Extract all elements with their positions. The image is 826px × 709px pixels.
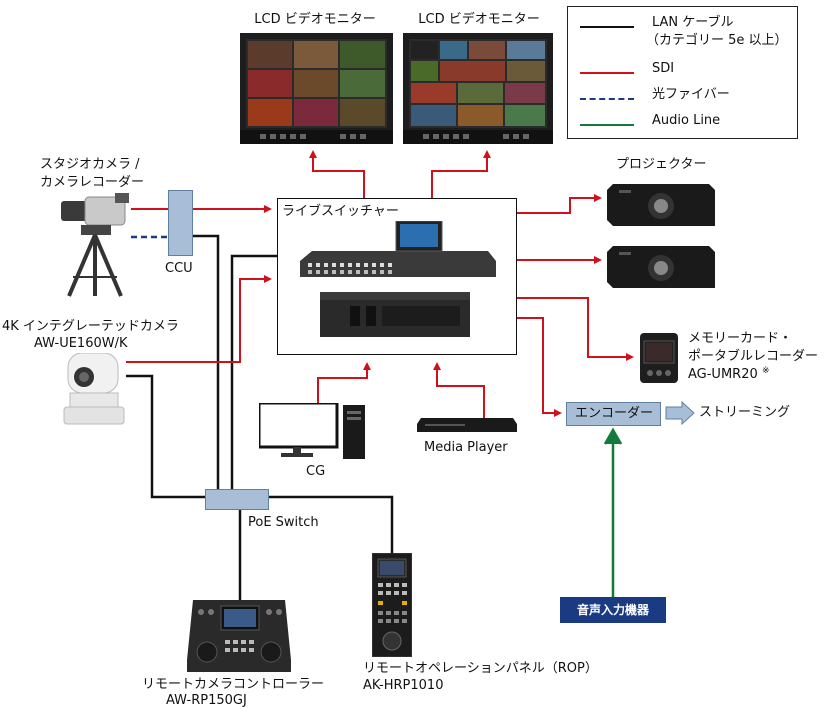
poe-switch-label: PoE Switch (248, 515, 319, 530)
studio-camera-icon (61, 193, 129, 297)
projector-icon-1 (607, 184, 715, 226)
sdi-line-swatch (580, 72, 634, 74)
legend-item-lan: LAN ケーブル （カテゴリー 5e 以上） (580, 15, 790, 48)
projector-label: プロジェクター (616, 157, 707, 172)
media-player-icon (417, 418, 517, 432)
legend: LAN ケーブル （カテゴリー 5e 以上） SDI 光ファイバー Audio … (567, 6, 798, 139)
ptz-camera-label-line2: AW-UE160W/K (34, 336, 128, 351)
legend-fiber-label: 光ファイバー (652, 87, 730, 102)
legend-audio-label: Audio Line (652, 113, 721, 128)
rop-label-line1: リモートオペレーションパネル（ROP） (363, 661, 598, 676)
recorder-label-line2: ポータブルレコーダー (688, 349, 819, 364)
ccu-box (168, 190, 193, 256)
projector-icon-2 (607, 246, 715, 288)
legend-sdi-label: SDI (652, 61, 675, 76)
recorder-note-mark: ※ (762, 366, 770, 376)
cg-computer-icon (259, 403, 365, 459)
remote-controller-label-line1: リモートカメラコントローラー (142, 677, 325, 692)
right-monitor-label: LCD ビデオモニター (418, 12, 540, 27)
left-monitor-label: LCD ビデオモニター (254, 12, 376, 27)
left-monitor-icon (240, 33, 393, 144)
legend-item-fiber: 光ファイバー (580, 87, 790, 111)
portable-recorder-icon (640, 333, 678, 383)
legend-lan-sublabel: （カテゴリー 5e 以上） (646, 33, 788, 48)
right-monitor-icon (403, 33, 553, 144)
cg-label: CG (306, 464, 326, 479)
sdi-cables (126, 150, 634, 418)
encoder-box: エンコーダー (566, 402, 661, 426)
live-switcher-label: ライブスイッチャー (282, 204, 399, 219)
remote-controller-label-line2: AW-RP150GJ (166, 693, 247, 708)
ccu-label: CCU (165, 261, 193, 276)
streaming-label: ストリーミング (699, 405, 791, 420)
switcher-mainframe-icon (320, 292, 470, 337)
audio-input-box: 音声入力機器 (560, 597, 666, 623)
recorder-label-line3: AG-UMR20 (688, 367, 758, 382)
audio-line-swatch (580, 124, 634, 126)
lan-line-swatch (580, 26, 634, 28)
lan-cables (126, 234, 394, 600)
legend-item-audio: Audio Line (580, 113, 790, 137)
streaming-arrow (665, 400, 695, 426)
switcher-control-panel-icon (300, 221, 496, 277)
ptz-camera-icon (63, 353, 125, 425)
studio-camera-label-line1: スタジオカメラ / (40, 157, 140, 172)
studio-camera-label-line2: カメラレコーダー (40, 175, 145, 190)
audio-cable (603, 427, 623, 597)
ptz-camera-label-line1: 4K インテグレーテッドカメラ (2, 319, 179, 334)
poe-switch-box (205, 489, 269, 510)
live-switcher-box: ライブスイッチャー (277, 198, 517, 355)
media-player-label: Media Player (424, 440, 508, 455)
legend-item-sdi: SDI (580, 61, 790, 85)
legend-lan-label: LAN ケーブル (652, 15, 734, 30)
rop-panel-icon (372, 553, 412, 657)
rop-label-line2: AK-HRP1010 (363, 678, 444, 693)
fiber-line-swatch (580, 98, 634, 100)
remote-controller-icon (187, 600, 291, 672)
encoder-label: エンコーダー (575, 406, 654, 421)
recorder-label-line1: メモリーカード・ (688, 331, 793, 346)
